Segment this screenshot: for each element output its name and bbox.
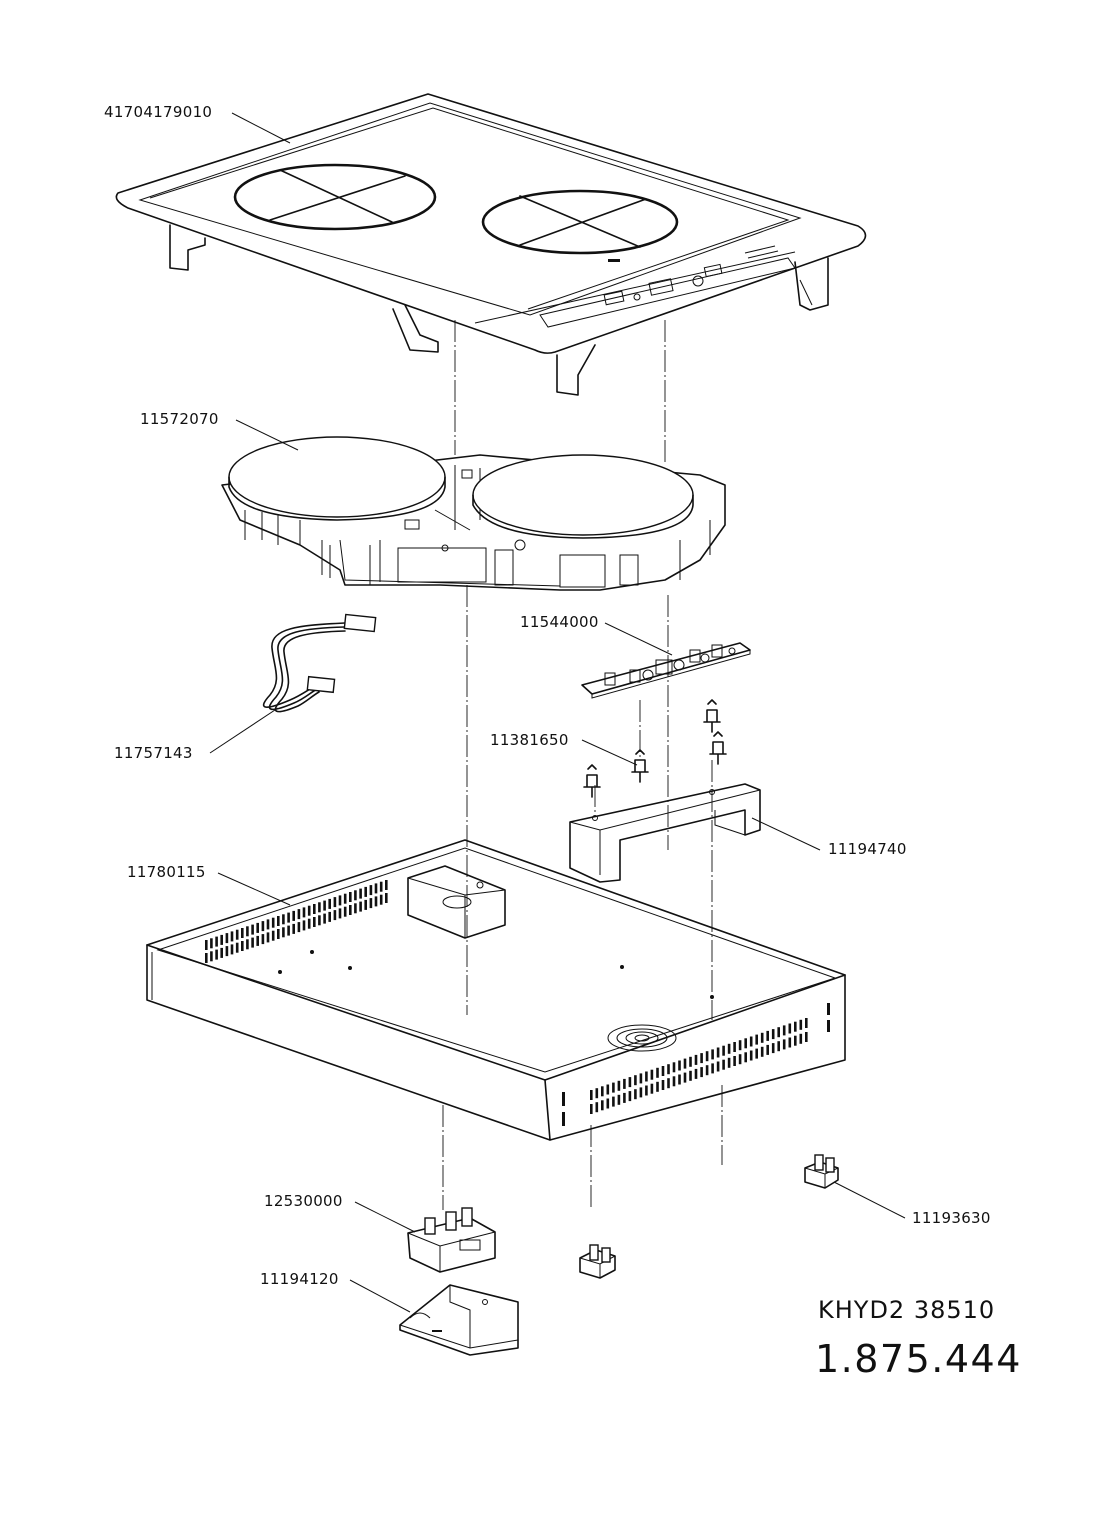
label-foot: 11193630 [912, 1209, 991, 1227]
label-terminal-block: 12530000 [264, 1192, 343, 1210]
wire-harness-drawing [262, 613, 377, 713]
leader-lines [209, 112, 906, 1313]
board-bracket-drawing [569, 783, 761, 883]
control-board-drawing [581, 642, 751, 699]
label-wire-harness: 11757143 [114, 744, 193, 762]
terminal-block-drawing [407, 1207, 496, 1273]
terminal-cover-drawing [399, 1284, 519, 1356]
label-spacer-clip: 11381650 [490, 731, 569, 749]
document-number: 1.875.444 [815, 1337, 1022, 1381]
foot-drawing-right [804, 1154, 839, 1189]
housing-drawing [146, 839, 846, 1141]
label-board-bracket: 11194740 [828, 840, 907, 858]
vent-slots [590, 1018, 808, 1114]
vent-slots [205, 880, 388, 963]
model-code: KHYD2 38510 [818, 1296, 996, 1324]
label-heating-unit: 11572070 [140, 410, 219, 428]
label-glass-top: 41704179010 [104, 103, 213, 121]
spacer-clips-drawing [583, 699, 727, 798]
label-housing: 11780115 [127, 863, 206, 881]
label-terminal-cover: 11194120 [260, 1270, 339, 1288]
label-control-board: 11544000 [520, 613, 599, 631]
heating-unit-drawing [221, 436, 726, 591]
glass-top-drawing [115, 93, 867, 396]
cooking-zone-right [481, 189, 679, 255]
assembly-center-lines [442, 320, 723, 1210]
foot-drawing-left [579, 1244, 616, 1279]
cooking-zone-left [233, 163, 437, 231]
